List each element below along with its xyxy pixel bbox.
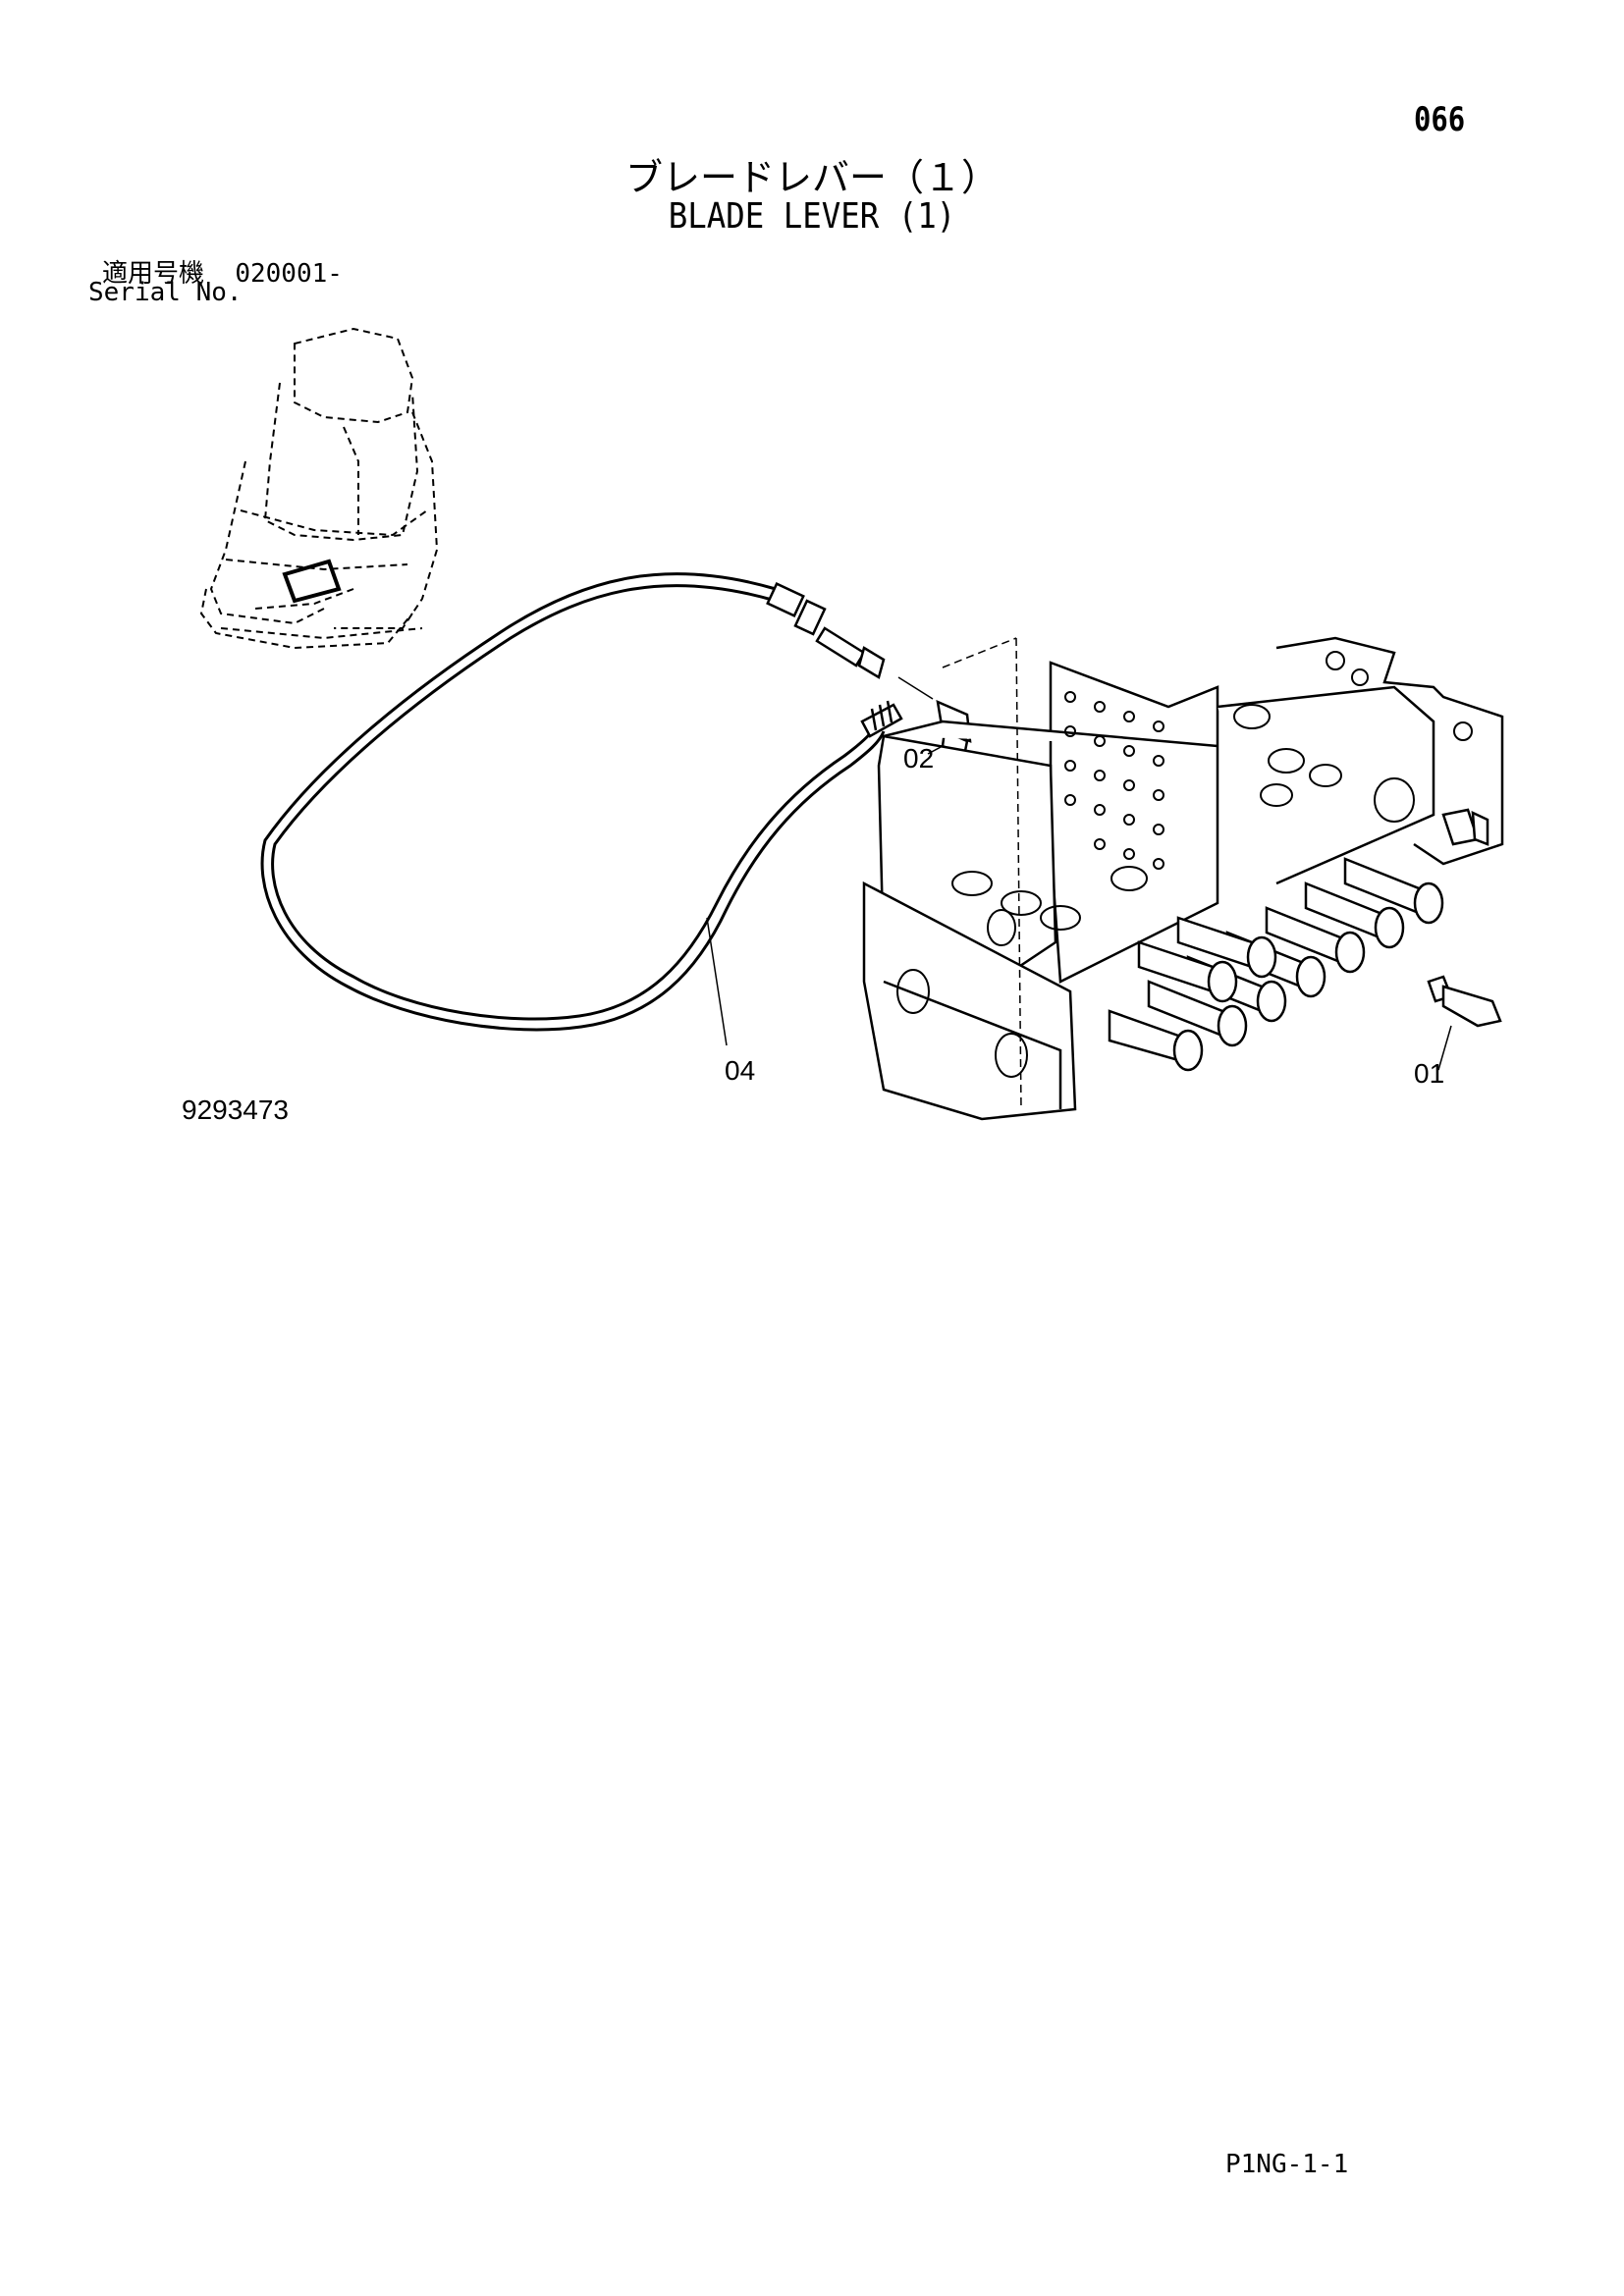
pilot-hose bbox=[260, 572, 886, 1032]
page-code: P1NG-1-1 bbox=[1225, 2150, 1349, 2179]
serial-number-value: 020001- bbox=[235, 259, 343, 289]
callout-04: 04 bbox=[725, 1055, 755, 1086]
blade-lever-highlight bbox=[282, 559, 342, 604]
hose-fitting-upper bbox=[766, 582, 886, 679]
valve-spools bbox=[1108, 857, 1444, 1072]
operator-seat-outline bbox=[199, 327, 439, 650]
callout-02: 02 bbox=[903, 743, 934, 774]
serial-label-english: Serial No. bbox=[88, 278, 243, 307]
side-fitting bbox=[1441, 808, 1489, 846]
drawing-number: 9293473 bbox=[182, 1095, 290, 1125]
valve-ports-grid bbox=[896, 651, 1473, 1078]
title-english: BLADE LEVER (1) bbox=[668, 196, 956, 237]
fitting-part bbox=[1427, 975, 1502, 1071]
title-japanese: ブレードレバー（１） bbox=[624, 156, 999, 199]
serial-line-japanese: 適用号機 020001- bbox=[102, 253, 343, 290]
leader-lines bbox=[706, 745, 944, 1046]
callout-01: 01 bbox=[1414, 1058, 1444, 1089]
page-number: 066 bbox=[1414, 100, 1466, 139]
serial-label-japanese: 適用号機 bbox=[102, 259, 205, 289]
hose-fitting-lower bbox=[860, 700, 903, 738]
